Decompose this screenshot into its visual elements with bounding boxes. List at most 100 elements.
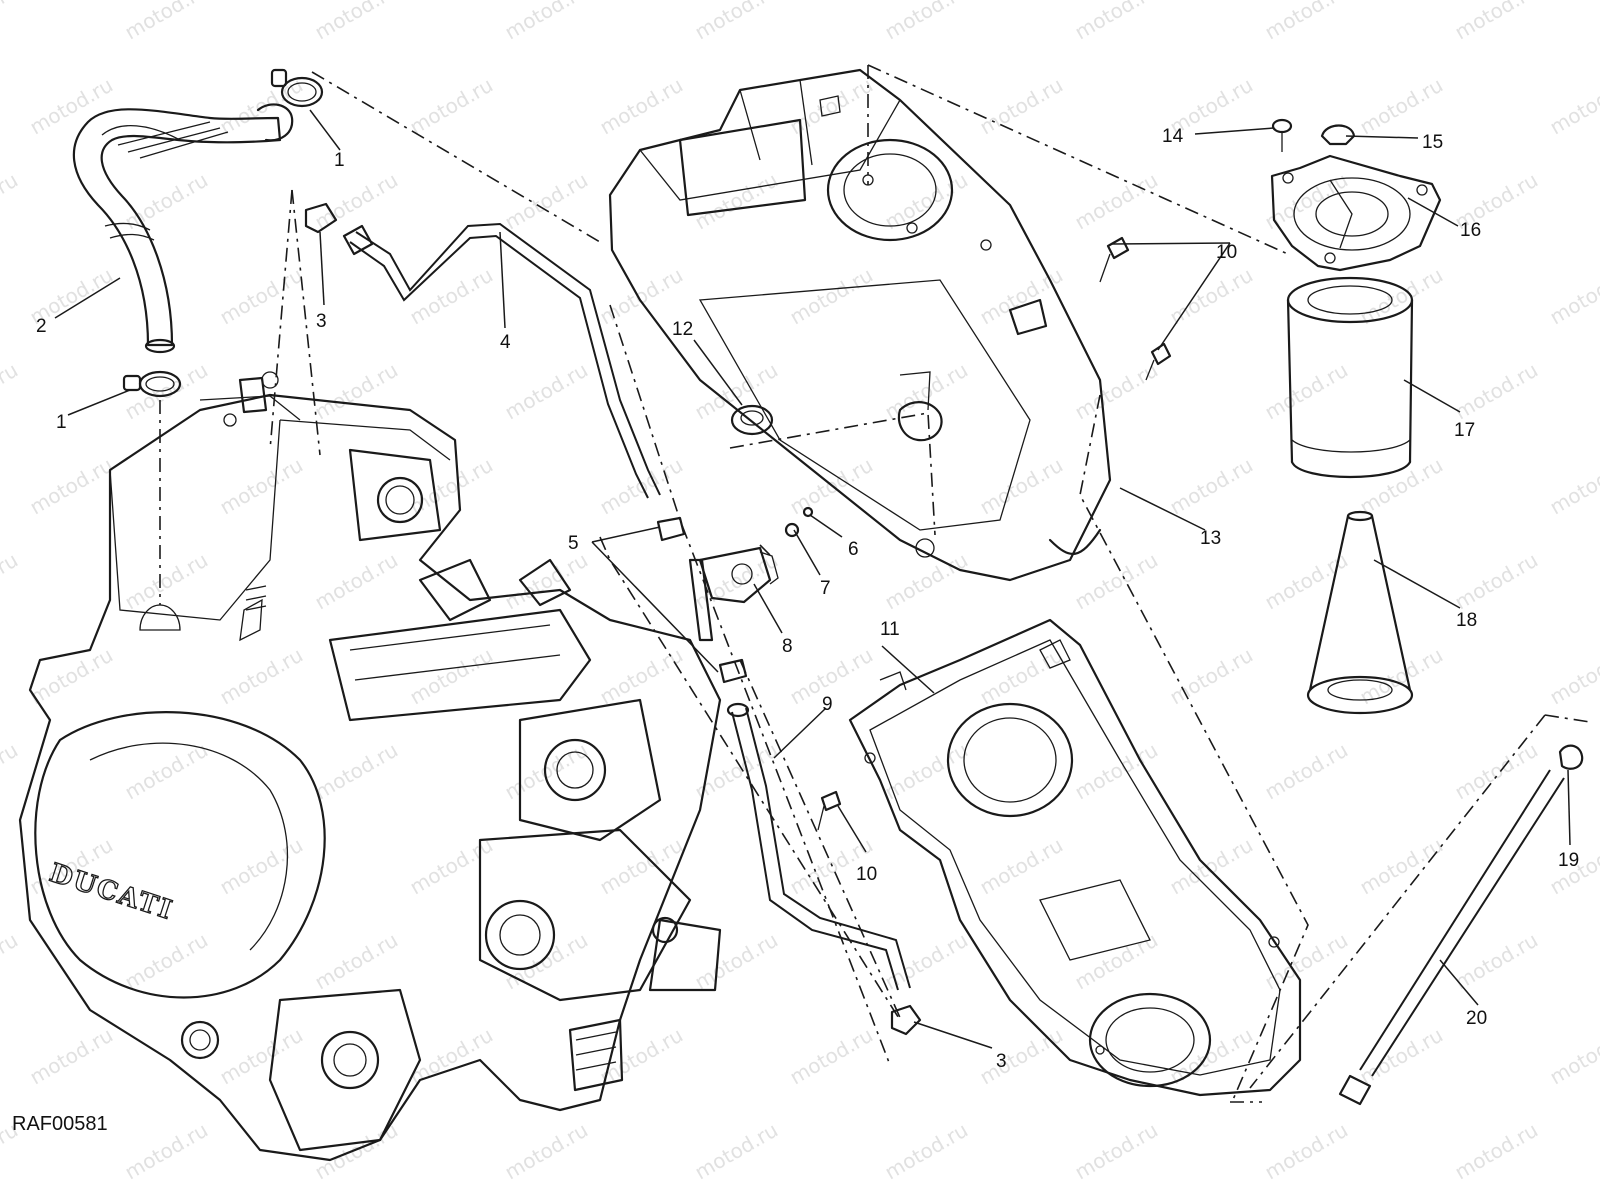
watermark-text: motod.ru bbox=[0, 738, 22, 805]
watermark-text: motod.ru bbox=[1261, 1118, 1352, 1185]
watermark-text: motod.ru bbox=[121, 548, 212, 615]
watermark-text: motod.ru bbox=[1071, 168, 1162, 235]
watermark-text: motod.ru bbox=[976, 1023, 1067, 1090]
callout-17: 17 bbox=[1454, 420, 1475, 441]
watermark-text: motod.ru bbox=[0, 928, 22, 995]
air-filter bbox=[1286, 276, 1414, 479]
watermark-text: motod.ru bbox=[0, 0, 22, 44]
watermark-text: motod.ru bbox=[501, 548, 592, 615]
watermark-text: motod.ru bbox=[311, 168, 402, 235]
watermark-text: motod.ru bbox=[1261, 358, 1352, 425]
watermark-text: motod.ru bbox=[1356, 833, 1447, 900]
watermark-text: motod.ru bbox=[26, 453, 117, 520]
fitting-nut-lower bbox=[718, 658, 748, 684]
solenoid-valve bbox=[688, 546, 779, 642]
callout-19: 19 bbox=[1558, 850, 1579, 871]
watermark-text: motod.ru bbox=[311, 548, 402, 615]
callout-10-upper: 10 bbox=[1216, 242, 1237, 263]
watermark-text: motod.ru bbox=[881, 928, 972, 995]
callout-10-lower: 10 bbox=[856, 864, 877, 885]
assembly-guide-lines bbox=[159, 64, 1591, 1103]
watermark-text: motod.ru bbox=[1071, 0, 1162, 44]
watermark-text: motod.ru bbox=[786, 73, 877, 140]
watermark-text: motod.ru bbox=[121, 928, 212, 995]
watermark-text: motod.ru bbox=[1546, 643, 1600, 710]
callout-13: 13 bbox=[1200, 528, 1221, 549]
screw-upper-a bbox=[1099, 236, 1130, 283]
callout-3-upper: 3 bbox=[316, 311, 327, 332]
watermark-text: motod.ru bbox=[216, 73, 307, 140]
watermark-text: motod.ru bbox=[596, 73, 687, 140]
callout-7: 7 bbox=[820, 578, 831, 599]
airbox-base bbox=[848, 618, 1302, 1097]
watermark-text: motod.ru bbox=[1451, 0, 1542, 44]
watermark-text: motod.ru bbox=[501, 1118, 592, 1185]
drain-clamp bbox=[1558, 744, 1584, 770]
watermark-text: motod.ru bbox=[596, 643, 687, 710]
filter-cover bbox=[1270, 154, 1442, 272]
watermark-text: motod.ru bbox=[1546, 263, 1600, 330]
callout-16: 16 bbox=[1460, 220, 1481, 241]
watermark-text: motod.ru bbox=[1261, 928, 1352, 995]
callout-1-upper: 1 bbox=[334, 150, 345, 171]
watermark-text: motod.ru bbox=[786, 1023, 877, 1090]
watermark-text: motod.ru bbox=[1071, 548, 1162, 615]
watermark-text: motod.ru bbox=[881, 168, 972, 235]
watermark-text: motod.ru bbox=[1071, 738, 1162, 805]
airbox-cover bbox=[608, 68, 1112, 582]
drain-hose bbox=[1338, 769, 1565, 1106]
watermark-text: motod.ru bbox=[976, 263, 1067, 330]
callout-2: 2 bbox=[36, 316, 47, 337]
callout-15: 15 bbox=[1422, 132, 1443, 153]
watermark-text: motod.ru bbox=[501, 168, 592, 235]
watermark-text: motod.ru bbox=[311, 358, 402, 425]
engine-block: DUCATI bbox=[18, 371, 722, 1162]
callout-4: 4 bbox=[500, 332, 511, 353]
hose-clamp-lower bbox=[122, 370, 182, 398]
watermark-text: motod.ru bbox=[501, 738, 592, 805]
watermark-text: motod.ru bbox=[596, 1023, 687, 1090]
watermark-text: motod.ru bbox=[26, 1023, 117, 1090]
callout-labels: 1 1 2 3 3 4 5 6 7 8 9 10 10 11 12 13 14 … bbox=[36, 126, 1579, 1072]
watermark-text: motod.ru bbox=[311, 928, 402, 995]
watermark-text: motod.ru bbox=[1166, 453, 1257, 520]
callout-11: 11 bbox=[880, 619, 900, 640]
watermark-text: motod.ru bbox=[26, 73, 117, 140]
callout-20: 20 bbox=[1466, 1008, 1487, 1029]
watermark-text: motod.ru bbox=[121, 1118, 212, 1185]
watermark-text: motod.ru bbox=[216, 833, 307, 900]
watermark-text: motod.ru bbox=[1261, 738, 1352, 805]
watermark-text: motod.ru bbox=[501, 358, 592, 425]
watermark-text: motod.ru bbox=[1071, 1118, 1162, 1185]
watermark-text: motod.ru bbox=[406, 263, 497, 330]
watermark-text: motod.ru bbox=[1451, 548, 1542, 615]
watermark-text: motod.ru bbox=[1356, 73, 1447, 140]
watermark-text: motod.ru bbox=[311, 738, 402, 805]
callout-9: 9 bbox=[822, 694, 833, 715]
watermark-text: motod.ru bbox=[0, 358, 22, 425]
watermark-text: motod.ru bbox=[691, 928, 782, 995]
grommet bbox=[730, 404, 774, 436]
watermark-text: motod.ru bbox=[406, 643, 497, 710]
callout-18: 18 bbox=[1456, 610, 1477, 631]
breather-pipe bbox=[342, 222, 661, 499]
watermark-text: motod.ru bbox=[1166, 833, 1257, 900]
watermark-text: motod.ru bbox=[0, 168, 22, 235]
callout-5: 5 bbox=[568, 533, 579, 554]
watermark-text: motod.ru bbox=[976, 833, 1067, 900]
screw-14 bbox=[1271, 118, 1293, 152]
velocity-stack bbox=[1306, 510, 1414, 715]
watermark-text: motod.ru bbox=[881, 548, 972, 615]
watermark-text: motod.ru bbox=[1356, 453, 1447, 520]
watermark-text: motod.ru bbox=[1356, 263, 1447, 330]
watermark-text: motod.ru bbox=[691, 0, 782, 44]
hose-fitting-upper bbox=[304, 202, 338, 234]
watermark-text: motod.ru bbox=[1071, 358, 1162, 425]
watermark-text: motod.ru bbox=[216, 453, 307, 520]
watermark-text: motod.ru bbox=[881, 0, 972, 44]
watermark-text: motod.ru bbox=[976, 73, 1067, 140]
watermark-text: motod.ru bbox=[1451, 928, 1542, 995]
watermark-text: motod.ru bbox=[976, 453, 1067, 520]
brand-mark-text: DUCATI bbox=[46, 858, 177, 926]
